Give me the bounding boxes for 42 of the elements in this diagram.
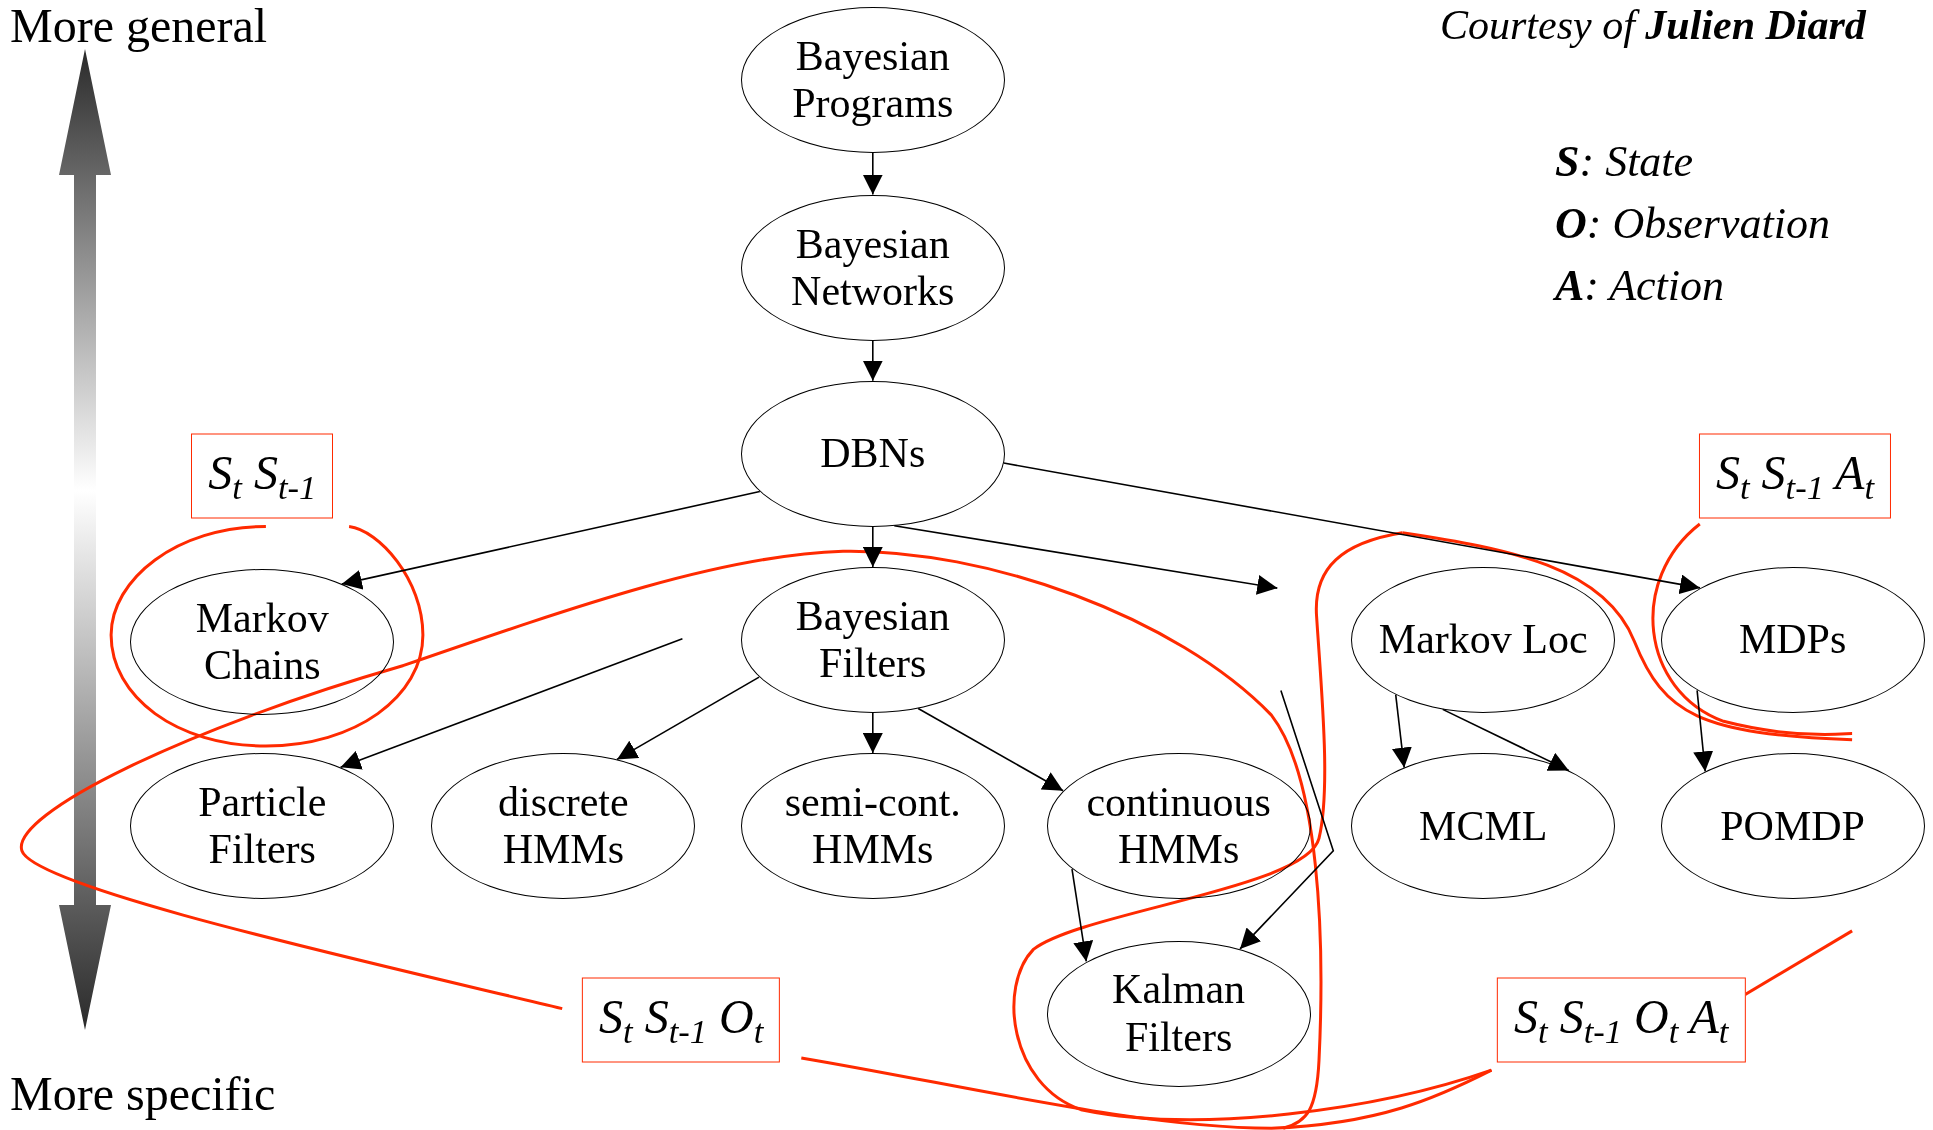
arrow [1002,462,1701,595]
state-variables: S$_{t}$ S$_{t-1}$ O$_{t}$ [599,989,764,1043]
arrow [917,707,1064,792]
node-label: continuous HMMs [1085,779,1272,874]
label-box [1497,977,1746,1063]
label-box [582,977,781,1063]
node-label: Bayesian Networks [790,220,956,315]
node-label: Particle Filters [197,779,328,874]
scale-label: More general [10,0,268,53]
arrow [616,676,760,761]
arrow [862,525,883,568]
state-variables: S$_{t}$ S$_{t-1}$ [208,445,317,499]
node-label: MDPs [1738,616,1847,664]
credit-text: Courtesy of Julien Diard [1440,2,1866,49]
node-label: Bayesian Filters [794,592,951,687]
node-label: Kalman Filters [1111,966,1247,1061]
node-label: Markov Chains [194,595,330,690]
node-label: discrete HMMs [497,779,630,874]
arrow [339,637,684,770]
state-variables: S$_{t}$ S$_{t-1}$ A$_{t}$ [1715,445,1875,499]
node-label: Bayesian Programs [791,33,955,128]
node-label: Markov Loc [1378,616,1588,664]
arrow [862,712,883,754]
node-label: MCML [1419,802,1548,850]
arrow [1239,689,1335,950]
arrow [862,152,883,196]
arrow [862,339,883,382]
label-box [191,433,334,519]
notation-key: O: Observation [1555,200,1830,249]
node-label: POMDP [1720,802,1865,850]
scale-label: More specific [10,1068,276,1121]
notation-key: S: State [1555,138,1694,187]
arrow [1693,689,1714,773]
arrow [1071,868,1094,963]
arrow [341,490,761,590]
state-variables: S$_{t}$ S$_{t-1}$ O$_{t}$ A$_{t}$ [1514,989,1729,1043]
arrow [1441,708,1570,772]
arrow [893,525,1279,595]
arrow [1391,693,1412,769]
node-label: DBNs [820,430,926,478]
node-label: semi-cont. HMMs [783,779,962,874]
label-box [1698,433,1892,519]
